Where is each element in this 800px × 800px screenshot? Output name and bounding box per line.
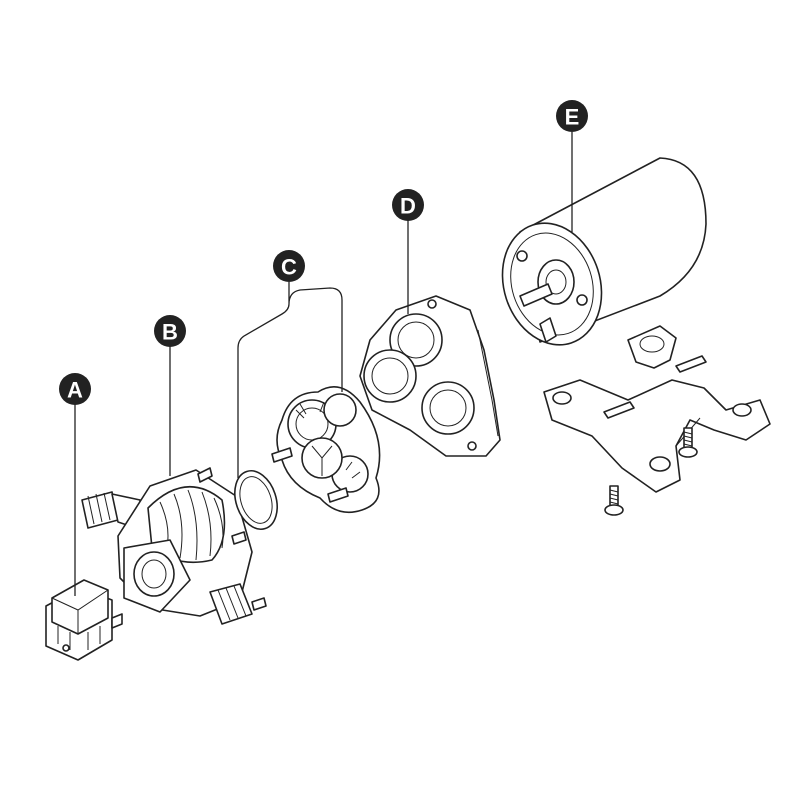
callout-e: E	[556, 100, 588, 132]
callout-a-label: A	[67, 378, 83, 403]
part-c-valve-assembly	[271, 386, 381, 514]
callout-c: C	[273, 250, 305, 282]
part-a-switch-block	[45, 579, 123, 661]
callout-a: A	[59, 373, 91, 405]
leader-line-c	[237, 282, 343, 478]
part-e-motor	[501, 157, 707, 346]
bracket-screw-right	[678, 427, 698, 458]
part-e-mounting-bracket	[543, 325, 771, 493]
part-b-pump-head	[81, 467, 267, 625]
callout-b-label: B	[162, 320, 178, 345]
part-c-o-ring	[234, 470, 278, 530]
callout-d-label: D	[400, 194, 416, 219]
callout-e-label: E	[565, 105, 580, 130]
part-d-diaphragm-housing	[359, 295, 501, 457]
callout-c-label: C	[281, 255, 297, 280]
callout-b: B	[154, 315, 186, 347]
callout-d: D	[392, 189, 424, 221]
bracket-screw-left	[604, 485, 624, 516]
